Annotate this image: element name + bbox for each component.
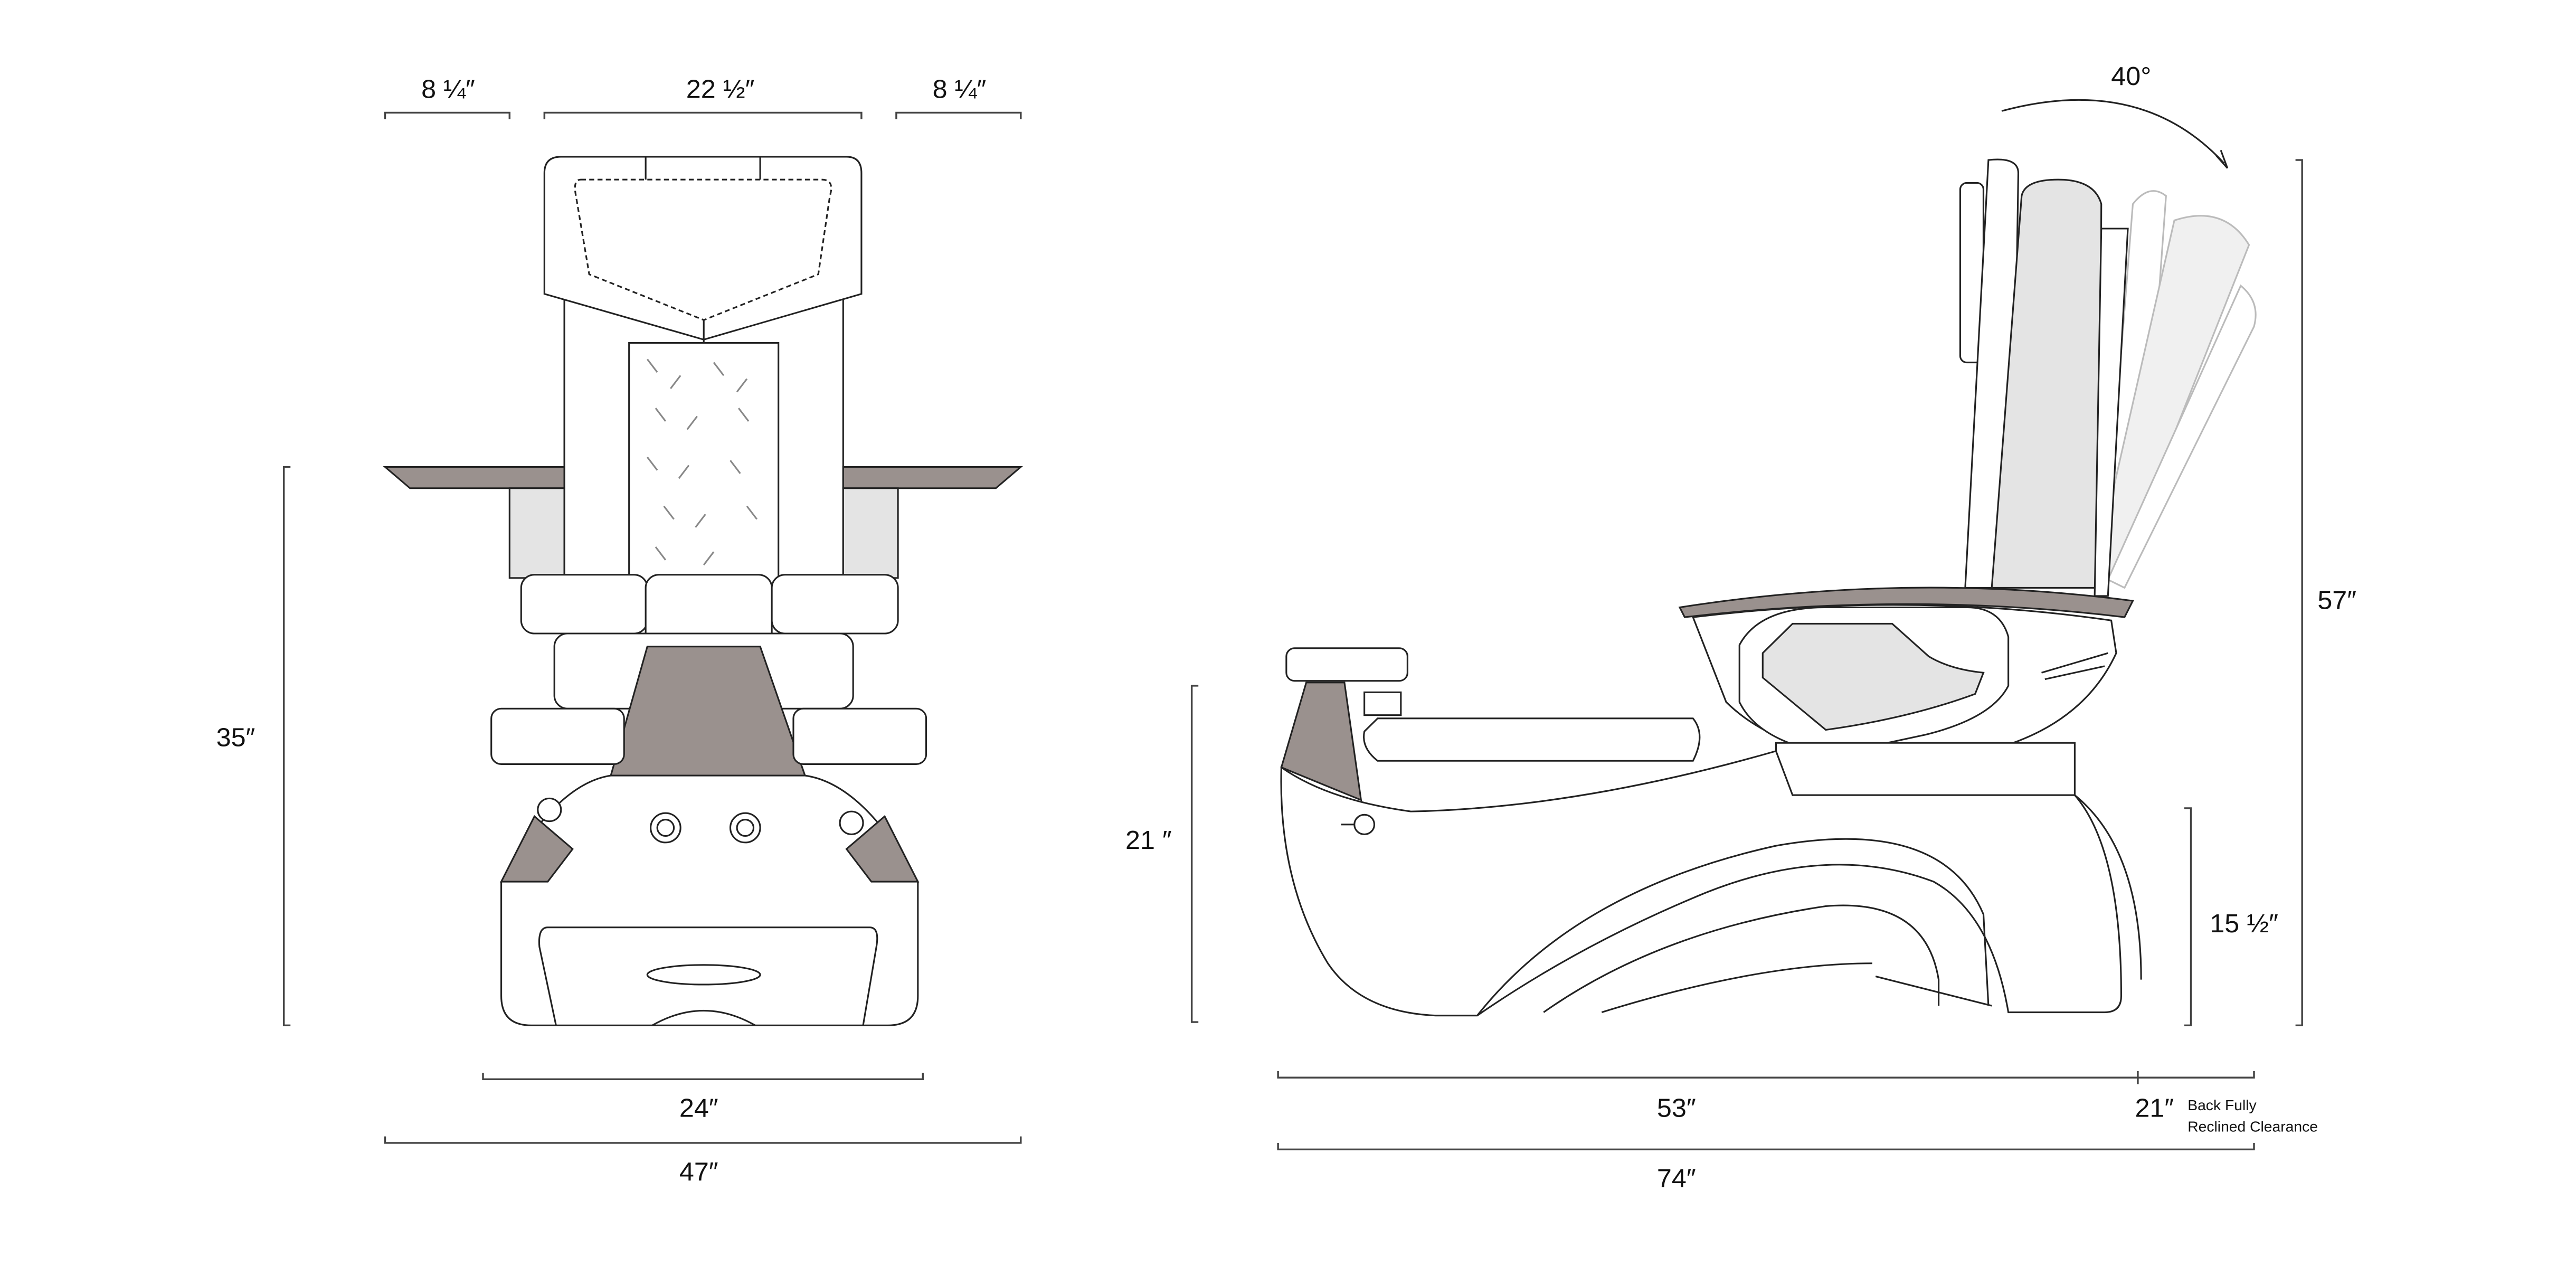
- dim-label-center-top: 22 ½″: [686, 74, 755, 104]
- dim-line-total-height: [2295, 159, 2303, 1026]
- arrow-head-icon: [2215, 150, 2229, 169]
- dim-line-left-top: [384, 111, 511, 119]
- dim-line-base-width: [482, 1072, 924, 1081]
- dim-label-height: 35″: [216, 723, 255, 752]
- front-view: 8 ¼″ 22 ½″ 8 ¼″ 35″ 24″ 47″: [216, 74, 1023, 1186]
- dim-label-total-length: 74″: [1657, 1164, 1696, 1193]
- recline-arc: [2001, 99, 2225, 164]
- dim-label-base-width: 24″: [679, 1093, 718, 1123]
- dim-label-left-top: 8 ¼″: [421, 74, 475, 104]
- dim-line-total-width: [384, 1136, 1022, 1144]
- dim-label-footrest-height: 21 ″: [1125, 826, 1172, 855]
- dim-label-length: 53″: [1657, 1093, 1696, 1123]
- dim-line-footrest-height: [1190, 685, 1199, 1023]
- dim-line-length: [1277, 1071, 2255, 1084]
- clearance-note-line2: Reclined Clearance: [2187, 1119, 2318, 1135]
- dim-label-clearance: 21″: [2135, 1093, 2174, 1123]
- clearance-note-line1: Back Fully: [2187, 1097, 2256, 1113]
- dim-label-seat-base-height: 15 ½″: [2210, 909, 2278, 938]
- dim-line-seat-base-height: [2184, 807, 2192, 1026]
- front-chair-drawing: [383, 156, 1023, 1026]
- dim-line-center-top: [543, 111, 863, 119]
- dim-line-right-top: [895, 111, 1022, 119]
- dim-label-recline-angle: 40°: [2111, 61, 2151, 91]
- dim-label-total-width: 47″: [679, 1157, 718, 1186]
- dim-line-height: [282, 466, 291, 1026]
- side-chair-drawing: [1280, 158, 2257, 1017]
- dim-label-right-top: 8 ¼″: [933, 74, 987, 104]
- side-view: 40° 57″ 21 ″ 15 ½″ 53″ 21″ Back Fully Re…: [1125, 61, 2356, 1193]
- dim-label-total-height: 57″: [2317, 585, 2356, 615]
- dim-line-total-length: [1277, 1142, 2255, 1151]
